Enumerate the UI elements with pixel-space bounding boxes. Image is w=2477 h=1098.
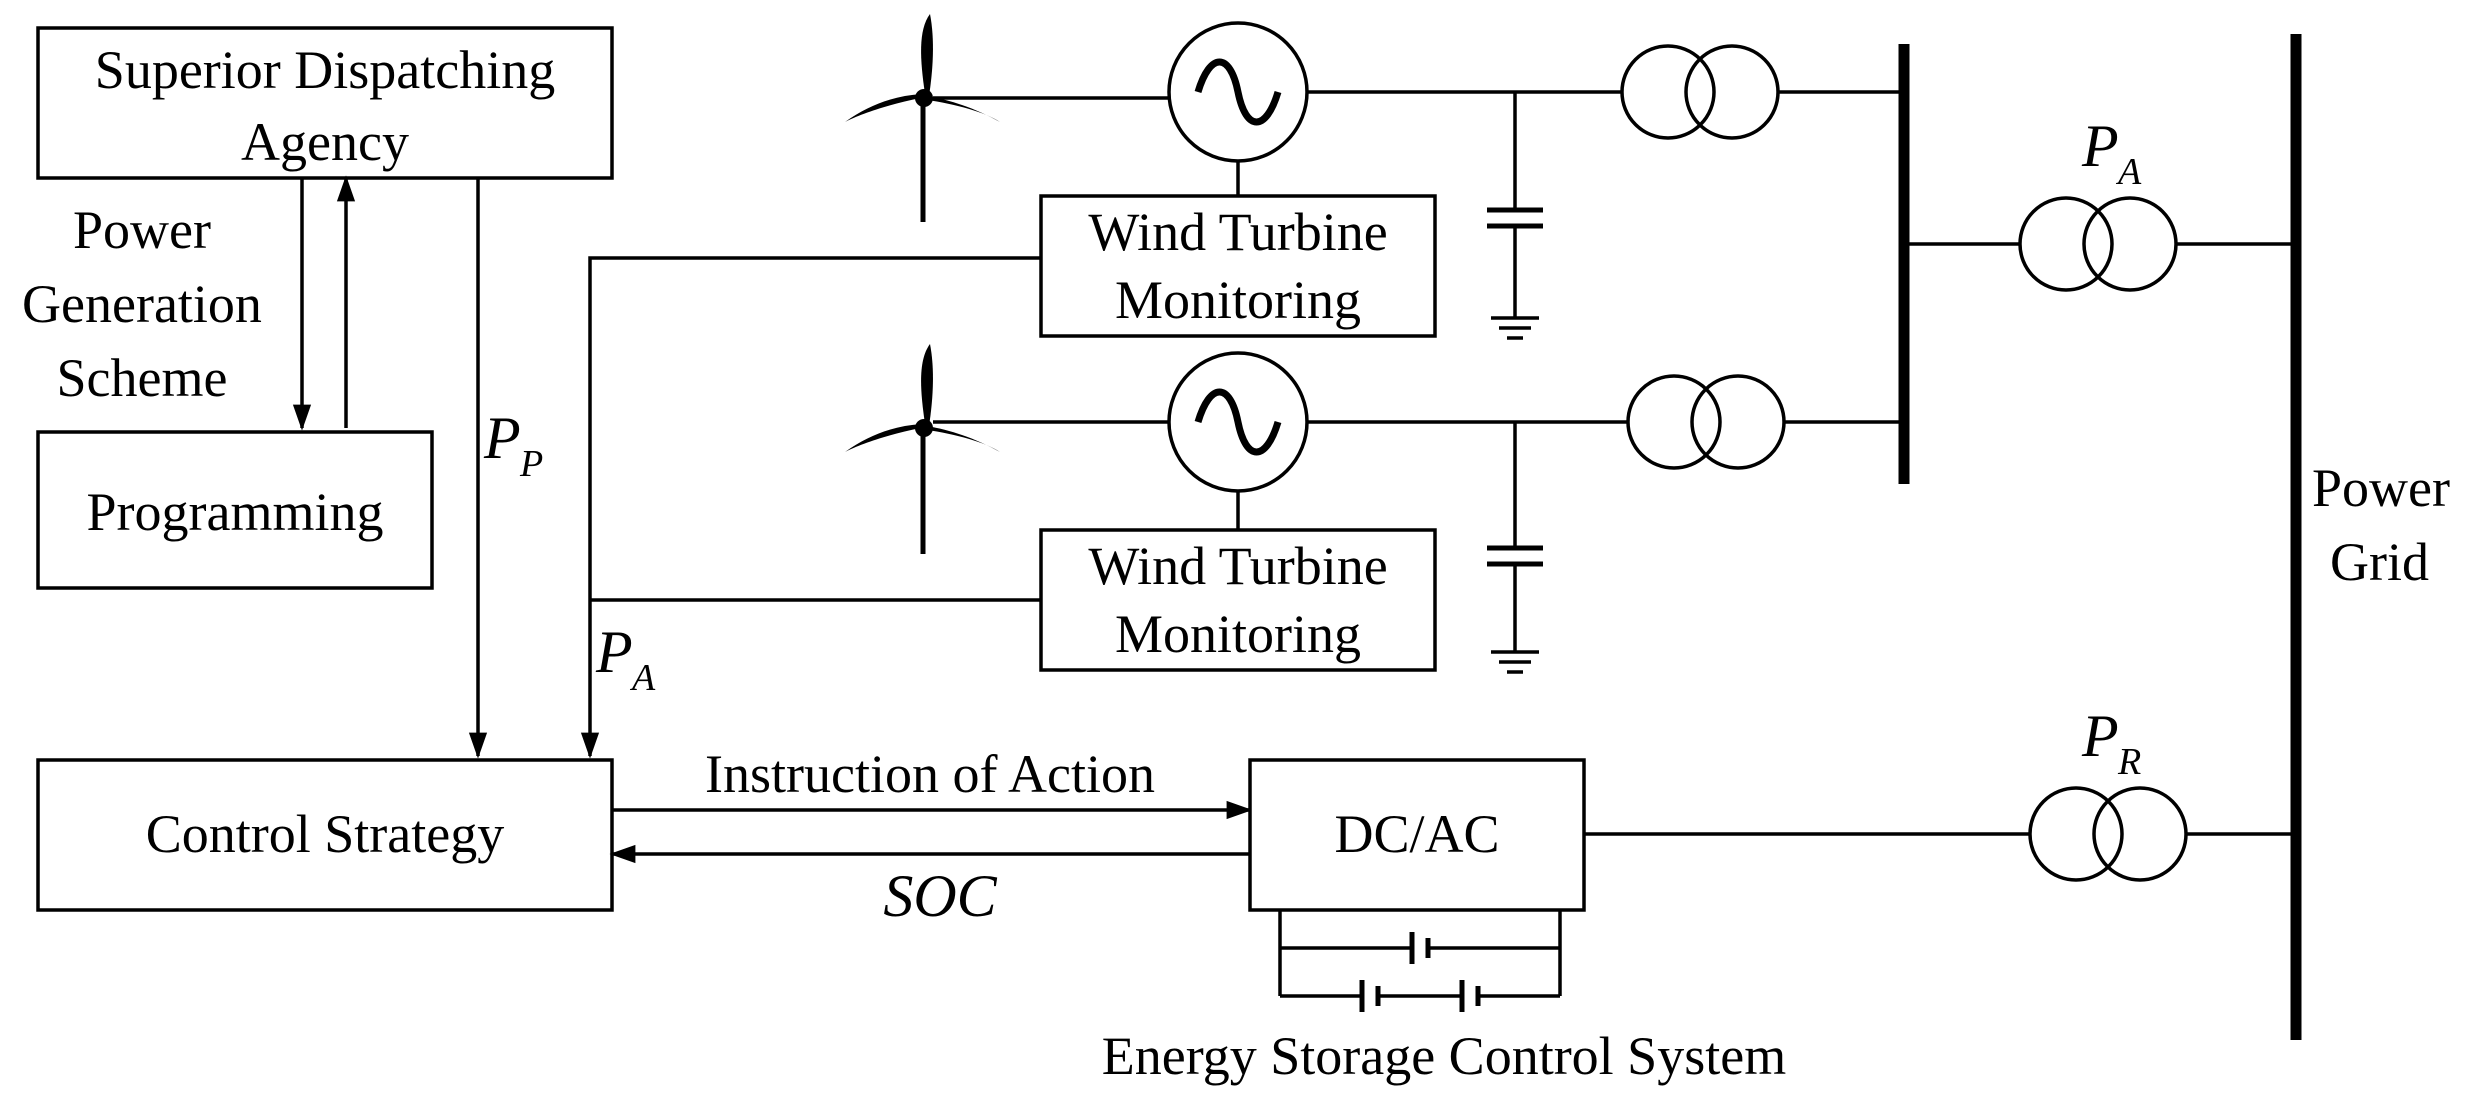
instruction-of-action-label: Instruction of Action — [705, 744, 1155, 804]
power-generation-scheme-label: Power Generation Scheme — [22, 200, 262, 408]
wind-turbine-monitoring-1-box: Wind Turbine Monitoring — [1039, 194, 1437, 338]
control-strategy-label: Control Strategy — [146, 804, 504, 864]
pa-left-main: P — [595, 619, 633, 685]
pr-symbol: P R — [2081, 703, 2141, 783]
capacitor-2-icon — [1487, 422, 1543, 674]
wt-monitor1-line2: Monitoring — [1115, 270, 1361, 330]
control-strategy-box: Control Strategy — [36, 758, 614, 912]
dispatching-agency-box: Superior Dispatching Agency — [36, 26, 614, 180]
pr-sub: R — [2117, 741, 2141, 783]
power-grid-label: Power Grid — [2312, 458, 2450, 592]
pr-transformer-icon — [2028, 786, 2188, 882]
wt-monitor2-line1: Wind Turbine — [1088, 536, 1387, 596]
pr-main: P — [2081, 703, 2119, 769]
dcac-label: DC/AC — [1334, 804, 1499, 864]
dispatching-agency-line1: Superior Dispatching — [95, 40, 555, 100]
generator-2-icon — [1167, 351, 1309, 493]
dispatching-agency-line2: Agency — [241, 112, 409, 172]
soc-label: SOC — [883, 863, 997, 929]
power-grid-line2: Grid — [2330, 532, 2429, 592]
pp-sub: P — [519, 443, 543, 485]
pa-grid-sub: A — [2115, 151, 2142, 193]
pgs-line1: Power — [73, 200, 211, 260]
pgs-line3: Scheme — [57, 348, 228, 408]
pa-grid-symbol: P A — [2081, 113, 2142, 193]
pgs-line2: Generation — [22, 274, 262, 334]
pa-grid-main: P — [2081, 113, 2119, 179]
programming-box: Programming — [36, 430, 434, 590]
transformer-1-icon — [1620, 44, 1780, 140]
pa-transformer-icon — [2018, 196, 2178, 292]
pp-main: P — [483, 405, 521, 471]
pa-left-sub: A — [629, 657, 656, 699]
wt-monitor1-line1: Wind Turbine — [1088, 202, 1387, 262]
wind-turbine-2 — [845, 344, 1000, 554]
energy-storage-control-system-label: Energy Storage Control System — [1102, 1026, 1786, 1086]
pa-feedback-line — [580, 256, 1041, 759]
transformer-2-icon — [1626, 374, 1786, 470]
capacitor-1-icon — [1487, 92, 1543, 340]
programming-label: Programming — [87, 482, 384, 542]
pa-left-symbol: P A — [595, 619, 656, 699]
wind-turbine-1 — [845, 14, 1000, 222]
wind-turbine-monitoring-2-box: Wind Turbine Monitoring — [1039, 528, 1437, 672]
pp-symbol: P P — [483, 405, 543, 485]
dcac-converter-box: DC/AC — [1248, 758, 1586, 912]
power-grid-line1: Power — [2312, 458, 2450, 518]
wt-monitor2-line2: Monitoring — [1115, 604, 1361, 664]
generator-1-icon — [1167, 21, 1309, 163]
battery-bank-icon — [1278, 910, 1562, 1012]
